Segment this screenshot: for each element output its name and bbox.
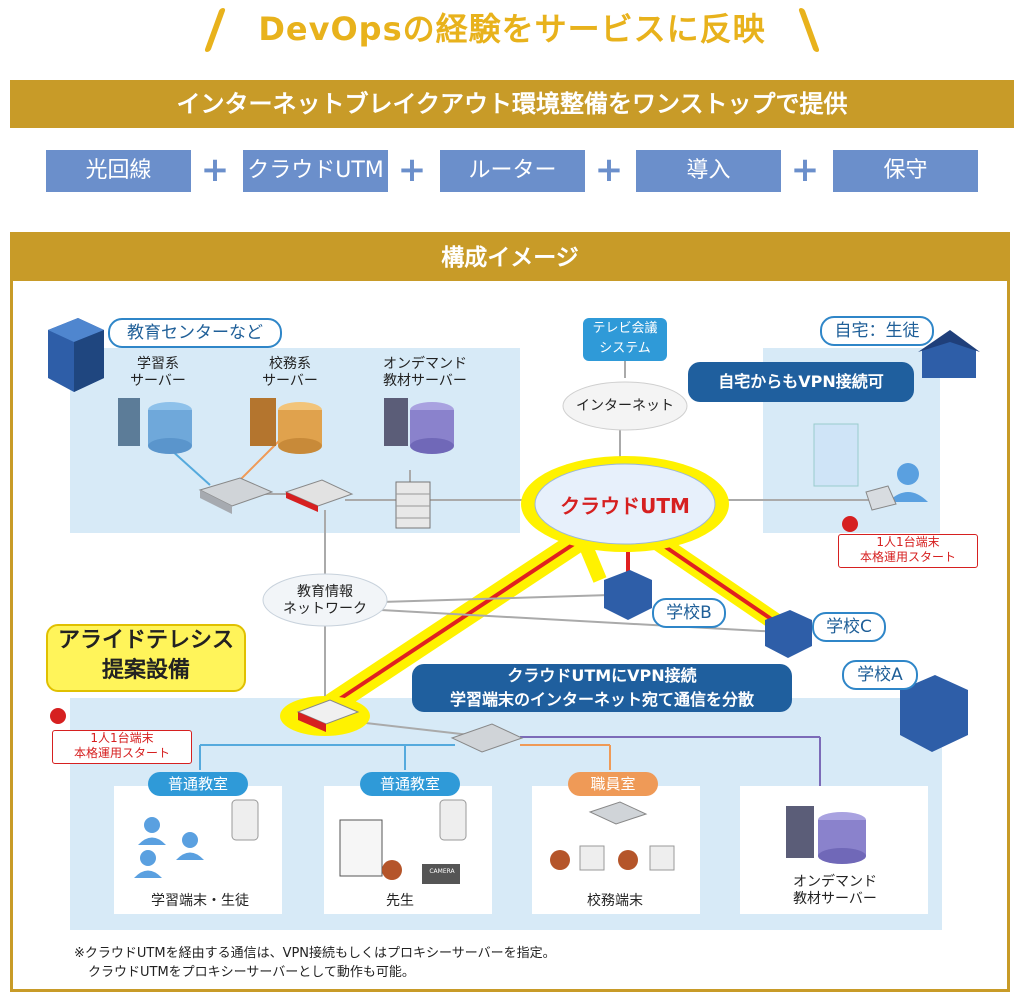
page-title: DevOpsの経験をサービスに反映	[258, 10, 766, 48]
staff-room-label: 職員室	[568, 772, 658, 796]
vpn-callout: クラウドUTMにVPN接続 学習端末のインターネット宛て通信を分散	[412, 664, 792, 712]
building-icon	[48, 318, 104, 392]
classroom-2-label: 普通教室	[360, 772, 460, 796]
education-center-label: 教育センターなど	[108, 318, 282, 348]
learning-server-label: 学習系 サーバー	[130, 356, 186, 389]
school-b-label: 学校B	[652, 598, 726, 628]
component-maintenance: 保守	[833, 150, 978, 192]
one-device-school-badge: 1人1台端末 本格運用スタート	[52, 730, 192, 764]
component-deploy: 導入	[636, 150, 781, 192]
internet-label: インターネット	[576, 398, 674, 414]
one-device-home-badge: 1人1台端末 本格運用スタート	[838, 534, 978, 568]
allied-equipment-callout: アライドテレシス 提案設備	[46, 624, 246, 692]
cloud-utm-label: クラウドUTM	[560, 494, 690, 518]
school-c-label: 学校C	[812, 612, 886, 642]
student-terminal-label: 学習端末・生徒	[151, 893, 249, 909]
service-banner: インターネットブレイクアウト環境整備をワンストップで提供	[10, 80, 1014, 128]
ondemand-server-label: オンデマンド 教材サーバー	[383, 356, 467, 389]
component-cloud-utm: クラウドUTM	[243, 150, 388, 192]
edu-network-label: 教育情報 ネットワーク	[283, 584, 367, 617]
component-router: ルーター	[440, 150, 585, 192]
plus-sign: +	[790, 150, 820, 190]
plus-sign: +	[397, 150, 427, 190]
classroom-1-label: 普通教室	[148, 772, 248, 796]
home-label: 自宅：生徒	[820, 316, 934, 346]
footnote-2: クラウドUTMをプロキシーサーバーとして動作も可能。	[88, 965, 415, 980]
plus-sign: +	[594, 150, 624, 190]
component-fiber: 光回線	[46, 150, 191, 192]
plus-sign: +	[200, 150, 230, 190]
camera-label: CAMERA	[429, 868, 455, 875]
admin-server-label: 校務系 サーバー	[262, 356, 318, 389]
tv-conference-label: テレビ会議 システム	[583, 318, 667, 361]
admin-terminal-label: 校務端末	[587, 893, 643, 909]
diagram-title: 構成イメージ	[13, 235, 1007, 281]
teacher-label: 先生	[386, 893, 414, 909]
ondemand-server-2-label: オンデマンド 教材サーバー	[793, 874, 877, 907]
home-vpn-callout: 自宅からもVPN接続可	[688, 362, 914, 402]
school-a-label: 学校A	[842, 660, 918, 690]
footnote-1: ※クラウドUTMを経由する通信は、VPN接続もしくはプロキシーサーバーを指定。	[74, 946, 556, 961]
